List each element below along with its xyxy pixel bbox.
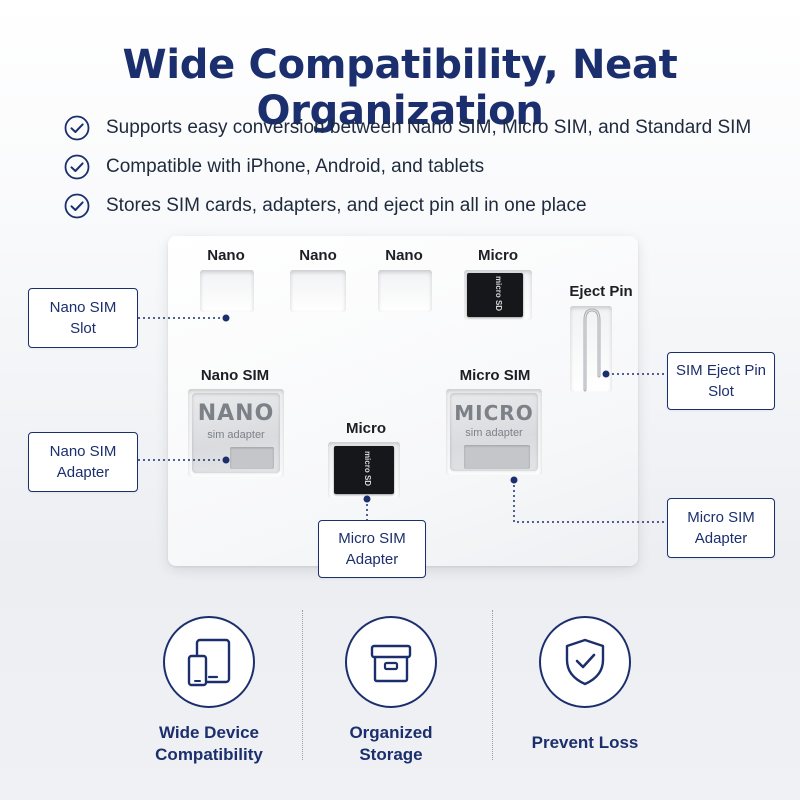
adapter-cutout (230, 447, 274, 469)
feature-bullet-list: Supports easy conversion between Nano SI… (64, 108, 751, 225)
feature-label: Prevent Loss (531, 733, 639, 752)
adapter-sub-text: sim adapter (465, 427, 523, 439)
callout-line: Nano SIM (49, 299, 117, 316)
callout-micro-sim-adapter-right: Micro SIM Adapter (667, 498, 775, 558)
callout-line: Slot (708, 383, 734, 400)
microsd-label: micro SD (363, 450, 373, 487)
adapter-cutout (464, 445, 530, 469)
callout-line: Adapter (56, 464, 110, 481)
micro-adapter-slot[interactable]: MICRO sim adapter (446, 389, 542, 475)
bullet-text: Stores SIM cards, adapters, and eject pi… (106, 194, 587, 216)
check-circle-icon (64, 115, 90, 140)
nano-adapter-slot[interactable]: NANO sim adapter (188, 389, 284, 477)
feature-icon-circle (345, 616, 437, 708)
nano-adapter-label: Nano SIM (200, 367, 270, 384)
feature-label: Storage (359, 745, 423, 764)
feature-label: Organized (349, 723, 433, 742)
micro-center-label: Micro (345, 420, 386, 437)
nano-sim-slot[interactable] (200, 270, 254, 312)
bullet-text: Supports easy conversion between Nano SI… (106, 116, 752, 138)
callout-nano-sim-adapter: Nano SIM Adapter (28, 432, 138, 492)
feature-divider (492, 610, 493, 760)
slot-label: Nano (299, 247, 337, 264)
callout-micro-sim-adapter-center: Micro SIM Adapter (318, 520, 426, 578)
feature-icon-circle (163, 616, 255, 708)
shield-check-icon (565, 638, 605, 686)
nano-sim-slot[interactable] (290, 270, 346, 312)
callout-line: Slot (70, 320, 96, 337)
micro-adapter-label: Micro SIM (459, 367, 531, 384)
feature-icon-circle (539, 616, 631, 708)
devices-icon (187, 638, 231, 687)
adapter-brand-text: MICRO (454, 401, 534, 425)
callout-line: SIM Eject Pin (675, 362, 767, 379)
slot-label: Nano (207, 247, 245, 264)
check-circle-icon (64, 193, 90, 218)
eject-pin-label: Eject Pin (569, 283, 633, 300)
eject-pin-slot[interactable] (570, 306, 612, 392)
eject-pin-icon (583, 308, 601, 392)
bullet-item: Stores SIM cards, adapters, and eject pi… (64, 186, 751, 225)
feature-label: Wide Device (159, 723, 259, 742)
callout-nano-sim-slot: Nano SIM Slot (28, 288, 138, 348)
feature-divider (302, 610, 303, 760)
micro-sim-adapter: MICRO sim adapter (450, 393, 538, 471)
nano-sim-adapter: NANO sim adapter (192, 393, 280, 473)
check-circle-icon (64, 154, 90, 179)
callout-line: Micro SIM (687, 509, 755, 526)
storage-box-icon (370, 644, 412, 683)
feature-prevent-loss: Prevent Loss (500, 616, 670, 754)
page-title: Wide Compatibility, Neat Organization (122, 42, 678, 134)
callout-line: Micro SIM (338, 530, 406, 547)
slot-label: Micro (477, 247, 518, 264)
microsd-card: micro SD (467, 273, 523, 317)
adapter-sub-text: sim adapter (207, 429, 265, 441)
microsd-label: micro SD (494, 275, 504, 312)
nano-sim-slot[interactable] (378, 270, 432, 312)
callout-line: Adapter (345, 551, 399, 568)
micro-center-slot[interactable]: micro SD (328, 442, 400, 498)
slot-label: Nano (385, 247, 423, 264)
microsd-card: micro SD (334, 446, 394, 494)
bullet-item: Compatible with iPhone, Android, and tab… (64, 147, 751, 186)
feature-label: Compatibility (155, 745, 263, 764)
sim-organizer-card: Nano Nano Nano Micro micro SD Eject Pin … (168, 236, 638, 566)
bullet-text: Compatible with iPhone, Android, and tab… (106, 155, 485, 177)
micro-slot[interactable]: micro SD (464, 270, 532, 320)
adapter-brand-text: NANO (197, 401, 275, 426)
callout-line: Adapter (694, 530, 748, 547)
callout-line: Nano SIM (49, 443, 117, 460)
bullet-item: Supports easy conversion between Nano SI… (64, 108, 751, 147)
